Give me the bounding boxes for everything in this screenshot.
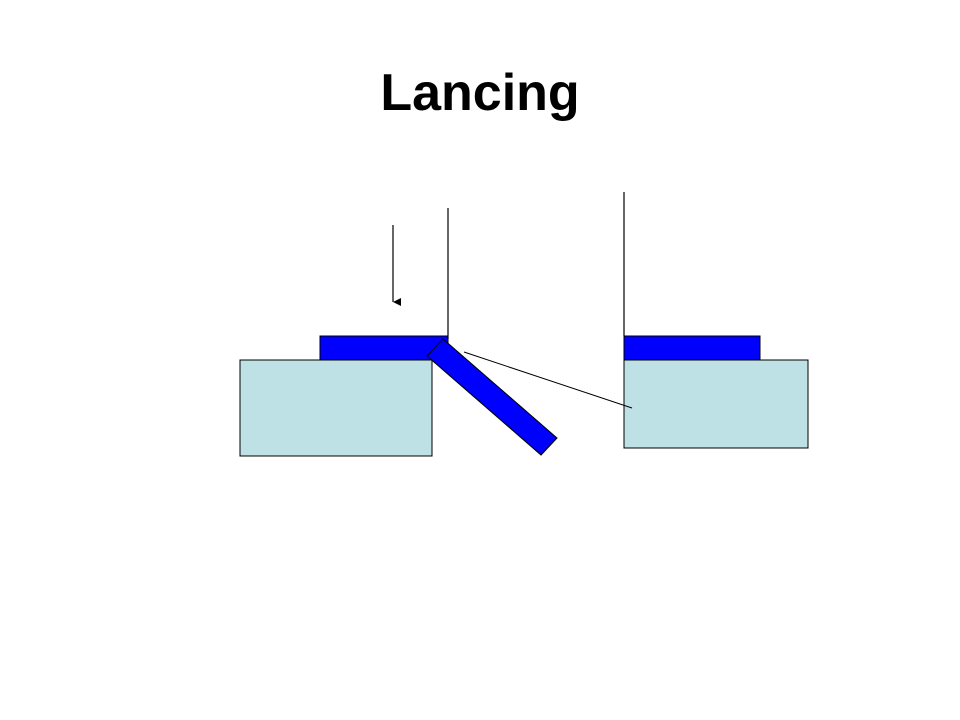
bent-tab <box>426 338 558 456</box>
left-die-block <box>239 359 433 457</box>
slide-title: Lancing <box>380 64 580 122</box>
right-strip <box>623 335 761 361</box>
right-die-block <box>623 359 809 449</box>
leader-line <box>463 351 633 409</box>
